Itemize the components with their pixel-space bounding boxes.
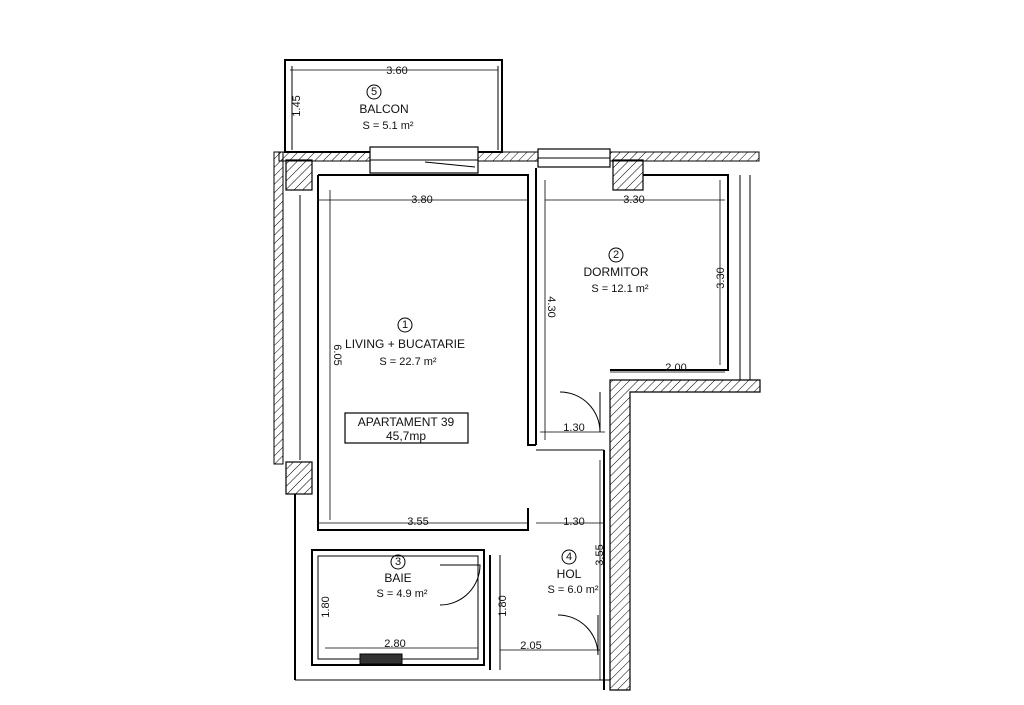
plan-area: 45,7mp — [386, 429, 426, 443]
dim-bath-height: 1.80 — [320, 596, 332, 617]
dimension-labels: 3.60 1.45 3.80 6.05 3.55 3.30 3.30 4.30 … — [291, 65, 727, 652]
bathroom — [295, 549, 610, 681]
dim-living-bottom: 3.55 — [407, 516, 428, 528]
top-wall — [278, 146, 760, 174]
room-3-area: S = 4.9 m² — [376, 588, 427, 600]
bedroom — [535, 159, 751, 445]
living-room — [299, 174, 536, 531]
room-1-number: 1 — [402, 319, 408, 331]
dim-dorm-left: 4.30 — [545, 296, 557, 317]
room-2-name: DORMITOR — [583, 265, 648, 279]
room-3-name: BAIE — [384, 571, 411, 585]
plan-label-box — [344, 412, 469, 444]
room-1-circle — [397, 317, 413, 333]
dim-balcony-depth: 1.45 — [291, 95, 303, 116]
dim-hol-depth: 3.55 — [594, 544, 606, 565]
room-labels: BALCON S = 5.1 m² DORMITOR S = 12.1 m² L… — [345, 102, 649, 600]
room-5-name: BALCON — [359, 102, 408, 116]
room-5-circle — [366, 84, 382, 100]
left-wall — [273, 151, 313, 680]
dim-living-depth: 6.05 — [331, 344, 343, 365]
dim-dorm-bottom: 2.00 — [665, 362, 686, 374]
dim-hol-width: 1.30 — [563, 516, 584, 528]
room-2-number: 2 — [613, 249, 619, 261]
radiator — [359, 653, 403, 665]
room-5-number: 5 — [371, 86, 377, 98]
dim-hol-bottom: 2.05 — [520, 640, 541, 652]
room-2-area: S = 12.1 m² — [591, 283, 649, 295]
dim-living-width: 3.80 — [411, 194, 432, 206]
dim-door-gap: 1.30 — [563, 422, 584, 434]
dim-dorm-width: 3.30 — [623, 194, 644, 206]
room-2-circle — [608, 247, 624, 263]
room-4-circle — [561, 549, 577, 565]
room-5-area: S = 5.1 m² — [362, 120, 413, 132]
room-4-name: HOL — [557, 567, 582, 581]
right-core-wall — [540, 379, 761, 691]
plan-title: APARTAMENT 39 — [358, 415, 455, 429]
room-1-area: S = 22.7 m² — [379, 356, 437, 368]
dim-dorm-depth: 3.30 — [715, 267, 727, 288]
room-1-name: LIVING + BUCATARIE — [345, 337, 465, 351]
room-3-number: 3 — [395, 556, 401, 568]
room-4-area: S = 6.0 m² — [547, 584, 598, 596]
dim-hol-height: 1.80 — [497, 595, 509, 616]
room-4-number: 4 — [566, 551, 572, 563]
dim-bath-width: 2.80 — [384, 638, 405, 650]
dim-balcony-width: 3.60 — [386, 65, 407, 77]
room-markers: 5 2 1 3 4 — [366, 84, 624, 570]
hallway — [500, 449, 605, 690]
room-3-circle — [390, 554, 406, 570]
